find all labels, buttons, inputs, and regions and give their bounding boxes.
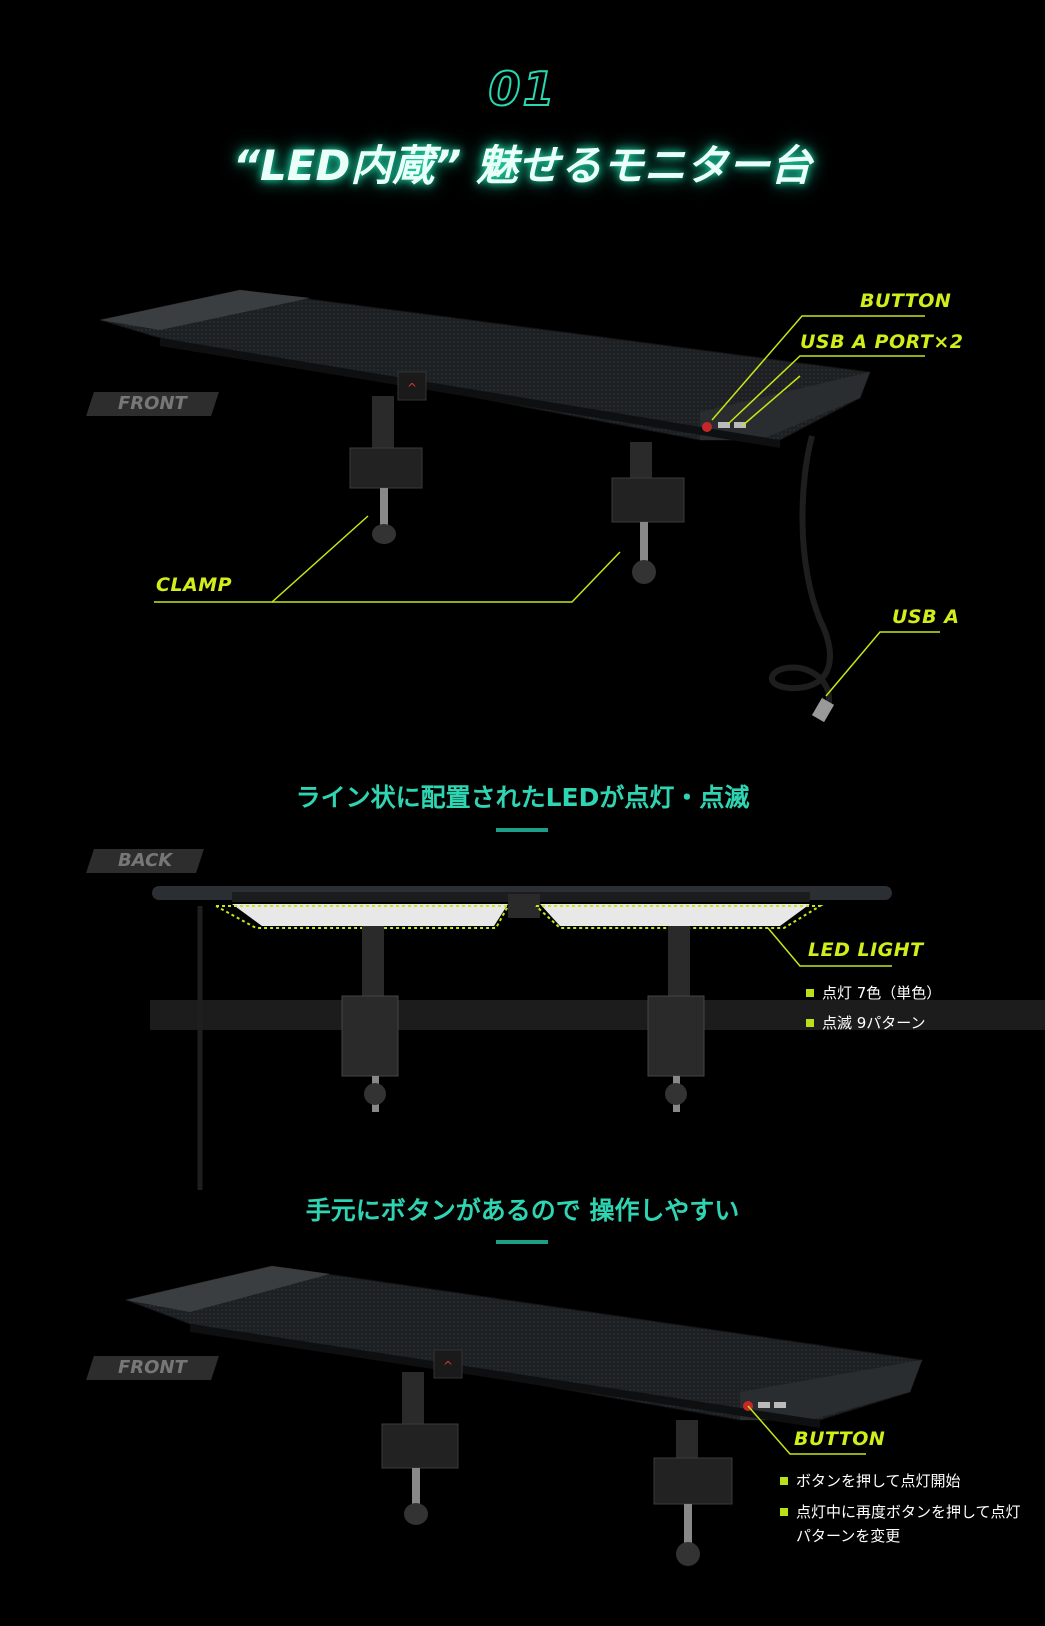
svg-text:^: ^	[407, 381, 417, 395]
page-title: “LED内蔵” 魅せるモニター台	[232, 141, 813, 190]
list-item: ボタンを押して点灯開始	[780, 1466, 1030, 1496]
shelf-back	[152, 886, 892, 926]
led-outline	[215, 905, 824, 929]
leg-left	[362, 926, 384, 996]
shelf-front-bottom: ^	[124, 1265, 923, 1428]
callout-line-button	[747, 1405, 866, 1455]
callout-led-light: LED LIGHT	[808, 939, 924, 961]
usb-cable	[768, 435, 835, 723]
back-heading-rule	[496, 828, 548, 832]
button-section-heading: 手元にボタンがあるので 操作しやすい	[305, 1196, 740, 1225]
back-section-heading: ライン状に配置されたLEDが点灯・点滅	[295, 783, 750, 812]
callout-usb-a: USB A	[892, 606, 960, 628]
clamp-right-2	[653, 1420, 733, 1566]
callout-clamp: CLAMP	[156, 574, 233, 596]
callout-line-led	[767, 927, 892, 967]
led-bullet-list: 点灯 7色（単色） 点滅 9パターン	[806, 978, 941, 1038]
clamp-back-right	[647, 995, 705, 1077]
clamp-left-2	[381, 1372, 459, 1525]
list-item: 点滅 9パターン	[806, 1008, 941, 1038]
list-item: 点灯 7色（単色）	[806, 978, 941, 1008]
desk-edge	[150, 1000, 1045, 1030]
callout-button-2: BUTTON	[794, 1428, 886, 1450]
shelf-front-top: ^	[99, 289, 871, 448]
button-heading-rule	[496, 1240, 548, 1244]
clamp-left	[349, 396, 423, 544]
button-bullet-list: ボタンを押して点灯開始 点灯中に再度ボタンを押して点灯パターンを変更	[780, 1466, 1030, 1548]
section-number: 01	[487, 61, 557, 117]
callout-usb-port: USB A PORT×2	[800, 331, 964, 353]
clamp-right	[611, 442, 685, 584]
leg-right	[668, 926, 690, 996]
callout-lines-front	[154, 315, 940, 697]
list-item: 点灯中に再度ボタンを押して点灯パターンを変更	[780, 1500, 1030, 1548]
clamp-back-left	[341, 995, 399, 1077]
callout-button: BUTTON	[860, 290, 952, 312]
svg-text:^: ^	[443, 1359, 453, 1373]
